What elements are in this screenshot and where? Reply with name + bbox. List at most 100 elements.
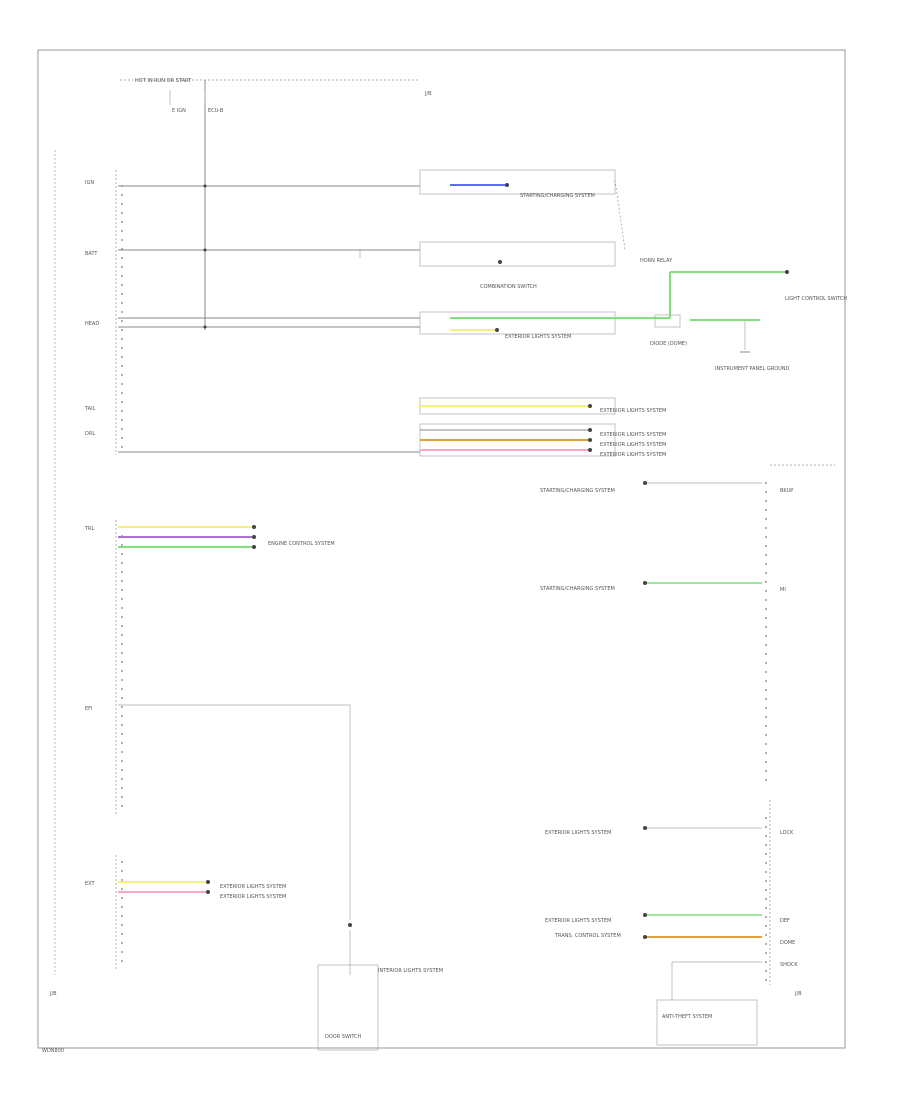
right-pin (765, 907, 767, 909)
right-pin-label-dome: DOME (780, 940, 795, 946)
left-pin (121, 870, 123, 872)
left-pin (121, 625, 123, 627)
right-pin (765, 925, 767, 927)
right-pin (765, 608, 767, 610)
left-pin (121, 383, 123, 385)
left-pin (121, 374, 123, 376)
left-pin (121, 257, 123, 259)
right-ecu-label: J/B (794, 991, 802, 997)
left-pin (121, 805, 123, 807)
right-pin (765, 770, 767, 772)
right-pin (765, 527, 767, 529)
ref-exterior-5: EXTERIOR LIGHTS SYSTEM (600, 452, 666, 458)
left-pin (121, 787, 123, 789)
left-pin (121, 733, 123, 735)
left-pin (121, 915, 123, 917)
left-pin (121, 428, 123, 430)
left-pin (121, 688, 123, 690)
right-pin (765, 581, 767, 583)
left-pin (121, 778, 123, 780)
diode-label: DIODE (DOME) (650, 341, 687, 347)
power-bus-label: HOT IN RUN OR START (135, 78, 192, 84)
footer-code: WDN800 (42, 1048, 64, 1054)
right-pin (765, 716, 767, 718)
right-pin (765, 689, 767, 691)
light-control-label: LIGHT CONTROL SWITCH (785, 296, 847, 302)
left-pin (121, 942, 123, 944)
right-pin (765, 500, 767, 502)
left-ecu-label: J/B (49, 991, 57, 997)
right-pin (765, 662, 767, 664)
left-pin (121, 275, 123, 277)
right-pin-label-bkup: BKUP (780, 488, 793, 494)
ground-label: INSTRUMENT PANEL GROUND (715, 366, 790, 372)
left-pin (121, 392, 123, 394)
left-pin (121, 212, 123, 214)
left-pin (121, 589, 123, 591)
left-pin (121, 401, 123, 403)
left-pin (121, 897, 123, 899)
left-pin (121, 598, 123, 600)
left-pin (121, 643, 123, 645)
right-pin (765, 943, 767, 945)
right-pin (765, 554, 767, 556)
right-pin (765, 518, 767, 520)
left-pin (121, 338, 123, 340)
right-pin (765, 536, 767, 538)
left-pin (121, 302, 123, 304)
right-pin (765, 916, 767, 918)
right-pin (765, 880, 767, 882)
fuse-1-label: E IGN (172, 108, 186, 114)
right-pin (765, 572, 767, 574)
ref-antitheft: ANTI-THEFT SYSTEM (662, 1014, 712, 1020)
ref-starting-2: STARTING/CHARGING SYSTEM (540, 488, 615, 494)
left-pin (121, 293, 123, 295)
right-pin (765, 482, 767, 484)
left-pin (121, 284, 123, 286)
left-pin (121, 715, 123, 717)
right-pin (765, 563, 767, 565)
left-pin (121, 446, 123, 448)
left-pin (121, 562, 123, 564)
combo-switch-label: COMBINATION SWITCH (480, 284, 537, 290)
left-pin (121, 580, 123, 582)
right-pin (765, 961, 767, 963)
right-pin (765, 761, 767, 763)
right-pin (765, 545, 767, 547)
left-pin (121, 706, 123, 708)
horn-label: HORN RELAY (640, 258, 673, 264)
left-pin-label-efi: EFI (85, 706, 93, 712)
right-pin-label-mi: MI (780, 587, 786, 593)
door-switch-label: DOOR SWITCH (325, 1034, 362, 1040)
relay-block-label: J/B (424, 91, 432, 97)
left-pin (121, 194, 123, 196)
right-pin (765, 644, 767, 646)
ref-engine-1: ENGINE CONTROL SYSTEM (268, 541, 335, 547)
right-pin-label-lock: LOCK (780, 830, 794, 836)
left-pin (121, 239, 123, 241)
ref-exterior-9: EXTERIOR LIGHTS SYSTEM (545, 918, 611, 924)
ref-starting-3: STARTING/CHARGING SYSTEM (540, 586, 615, 592)
left-pin (121, 796, 123, 798)
right-pin (765, 889, 767, 891)
left-pin (121, 616, 123, 618)
right-pin-label-shock: SHOCK (780, 962, 798, 968)
left-pin (121, 634, 123, 636)
left-pin (121, 679, 123, 681)
left-pin (121, 248, 123, 250)
left-pin (121, 329, 123, 331)
left-pin (121, 697, 123, 699)
left-pin (121, 742, 123, 744)
left-pin-label-drl: DRL (85, 431, 95, 437)
diagram-frame (37, 49, 846, 1049)
left-pin (121, 724, 123, 726)
ref-exterior-4: EXTERIOR LIGHTS SYSTEM (600, 442, 666, 448)
left-pin (121, 347, 123, 349)
right-pin (765, 725, 767, 727)
left-pin (121, 769, 123, 771)
left-ecu-pins (54, 150, 123, 975)
right-pin (765, 862, 767, 864)
right-pin (765, 817, 767, 819)
right-pin (765, 491, 767, 493)
